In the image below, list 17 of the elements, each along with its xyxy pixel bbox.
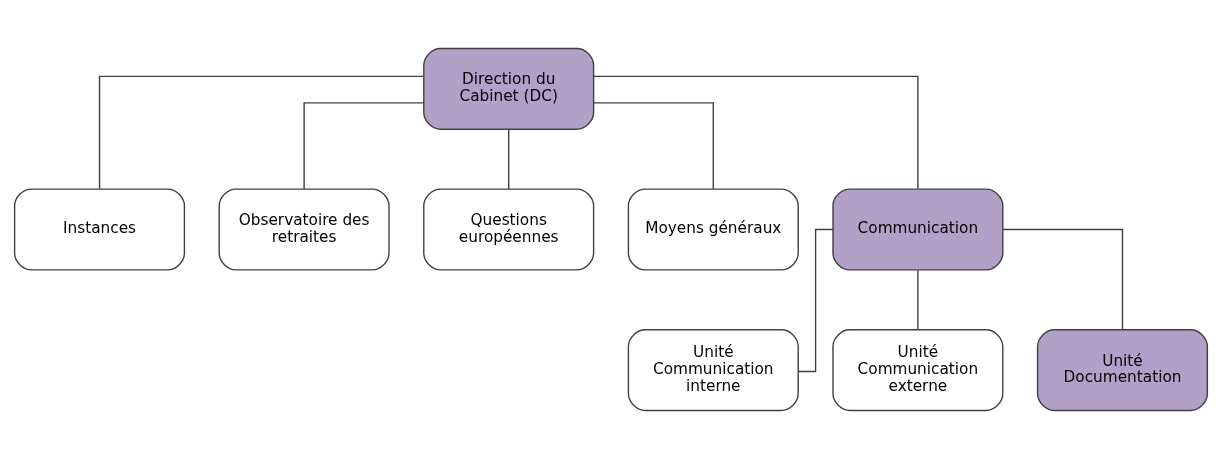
connector <box>303 101 425 190</box>
node-box: Direction du Cabinet (DC) <box>423 47 595 130</box>
connector <box>917 268 919 330</box>
connector <box>98 75 425 190</box>
node-box: Communication <box>832 187 1004 271</box>
node-box: Unité Communication interne <box>627 328 799 411</box>
connector <box>508 128 510 190</box>
connector <box>593 75 919 190</box>
connector <box>1002 228 1124 330</box>
node-box: Observatoire des retraites <box>218 187 390 271</box>
node-box: Unité Communication externe <box>832 328 1004 411</box>
connector <box>797 228 834 372</box>
node-box: Instances <box>13 187 186 271</box>
node-box: Moyens généraux <box>627 187 799 271</box>
node-box: Questions européennes <box>423 187 595 271</box>
connector <box>593 101 714 190</box>
node-box: Unité Documentation <box>1036 328 1209 411</box>
